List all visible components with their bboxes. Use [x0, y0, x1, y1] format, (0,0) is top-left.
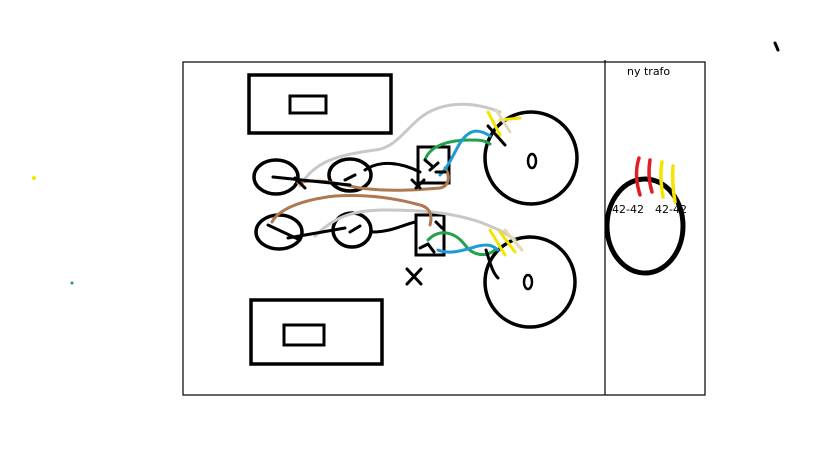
- large-circle-top-center: [526, 152, 538, 170]
- wire-yellow-bottom-1: [488, 228, 507, 257]
- stray-dot-green: [70, 281, 74, 285]
- black-wiring: [266, 124, 507, 286]
- top-component-outer: [247, 73, 393, 135]
- wire-tan-bottom: [503, 228, 524, 252]
- transformer-coil: [604, 176, 686, 276]
- transformer-title: ny trafo: [627, 65, 671, 78]
- wire-yellow-top-1: [486, 110, 502, 137]
- wire-brown-bottom: [270, 193, 433, 227]
- chassis-outline: [182, 61, 706, 396]
- large-circle-top: [483, 110, 579, 206]
- socket-top-left: [252, 158, 300, 196]
- transformer-tap-left-label: 42-42: [612, 203, 644, 216]
- tap-yellow-1: [659, 160, 665, 199]
- tap-red-1: [634, 156, 642, 197]
- stray-mark: [773, 41, 780, 52]
- wire-tan-top: [494, 108, 512, 134]
- wire-gray-top: [298, 102, 502, 188]
- wire-yellow-bottom-2: [498, 230, 517, 254]
- transformer-tap-right-label: 42-42: [655, 203, 687, 216]
- tap-red-2: [647, 158, 654, 194]
- wire-blue-bottom: [436, 243, 500, 254]
- socket-top-right: [327, 157, 373, 193]
- bottom-component-outer: [249, 298, 384, 366]
- wire-green-top: [423, 138, 492, 162]
- tap-yellow-2: [670, 164, 677, 204]
- wire-blue-top: [438, 129, 492, 177]
- bottom-component-inner: [282, 323, 326, 347]
- top-component-inner: [288, 94, 328, 115]
- large-circle-bottom: [483, 235, 577, 329]
- stray-dot-yellow: [32, 176, 36, 180]
- socket-bottom-left: [254, 213, 304, 251]
- large-circle-bottom-center: [522, 273, 534, 291]
- wire-green-bottom: [426, 231, 497, 257]
- wire-brown-top: [296, 166, 450, 192]
